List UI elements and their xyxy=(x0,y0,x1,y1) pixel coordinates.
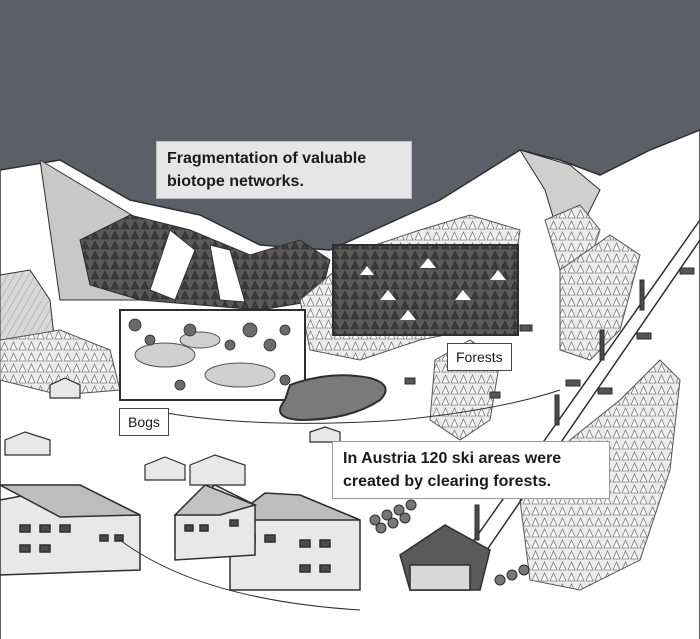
fragmentation-caption: Fragmentation of valuable biotope networ… xyxy=(156,141,412,199)
forest-inset xyxy=(332,244,519,336)
lift-chairs xyxy=(404,267,695,399)
reservoir xyxy=(279,374,387,422)
bog-shrubs xyxy=(128,318,291,391)
forest-strip xyxy=(559,234,641,361)
house-medium xyxy=(173,484,258,561)
slope-line xyxy=(149,389,561,424)
house-small xyxy=(4,377,341,486)
lift-pylons xyxy=(474,279,645,541)
lift-station xyxy=(399,524,491,591)
chairlift xyxy=(459,219,700,561)
log-pile xyxy=(369,499,530,586)
bogs-label: Bogs xyxy=(119,408,169,436)
road xyxy=(119,539,361,611)
house-large xyxy=(0,484,141,576)
forests-label: Forests xyxy=(447,343,512,371)
ski-run xyxy=(149,229,196,301)
ski-run xyxy=(209,244,246,303)
forest-inset-gaps xyxy=(360,258,506,320)
ski-areas-caption: In Austria 120 ski areas were created by… xyxy=(332,441,610,499)
house-large xyxy=(227,492,361,591)
